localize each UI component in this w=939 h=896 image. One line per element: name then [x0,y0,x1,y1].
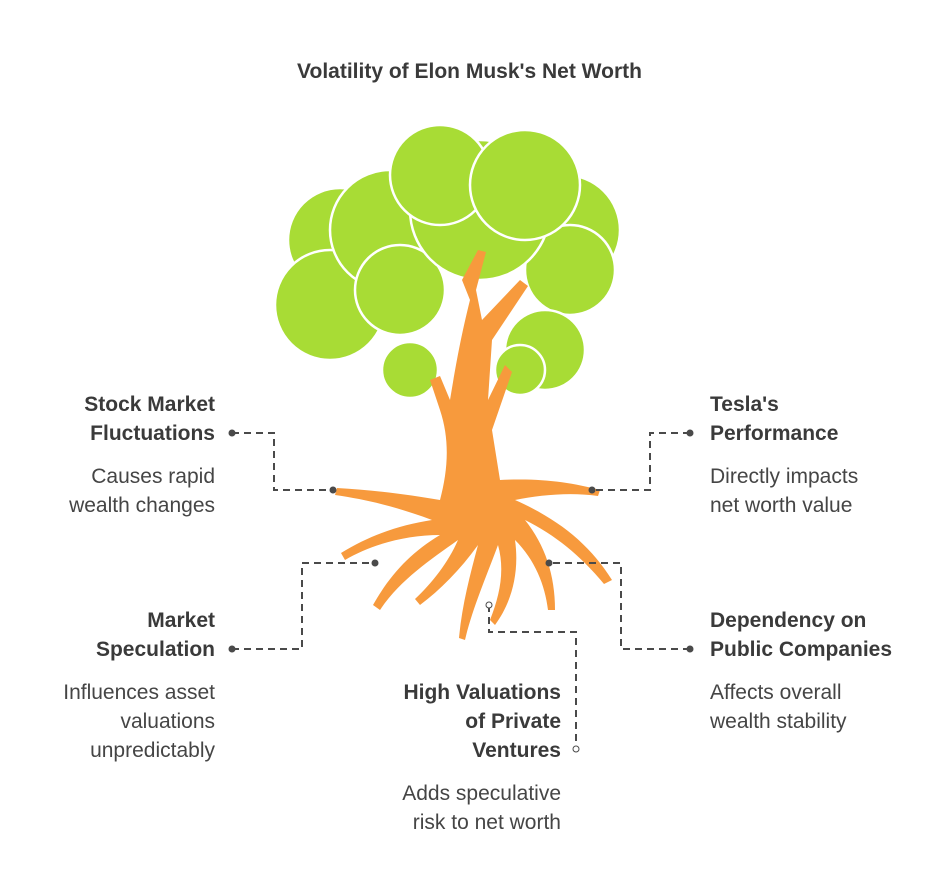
item-heading: High Valuations of Private Ventures [403,681,561,762]
tree-trunk [335,250,612,640]
item-heading: Market Speculation [95,609,215,661]
item-heading: Dependency on Public Companies [710,609,893,661]
item-dependency: Dependency on Public Companies Affects o… [710,606,892,736]
item-heading: Tesla's Performance [710,393,839,445]
connector-open-dots [485,601,580,753]
item-private-ventures: High Valuations of Private Ventures Adds… [402,678,561,837]
item-description: Causes rapid wealth changes [69,465,215,517]
item-heading: Stock Market Fluctuations [84,393,215,445]
tree-foliage [273,123,622,400]
item-tesla: Tesla's Performance Directly impacts net… [710,390,858,520]
item-description: Directly impacts net worth value [710,465,859,517]
connector-dots [228,429,694,653]
item-description: Adds speculative risk to net worth [402,782,561,834]
diagram-title: Volatility of Elon Musk's Net Worth [297,60,642,83]
item-market-speculation: Market Speculation Influences asset valu… [63,606,215,765]
item-description: Influences asset valuations unpredictabl… [63,681,215,762]
item-stock-market: Stock Market Fluctuations Causes rapid w… [69,390,215,520]
connector-lines [232,432,690,749]
item-description: Affects overall wealth stability [710,681,847,733]
